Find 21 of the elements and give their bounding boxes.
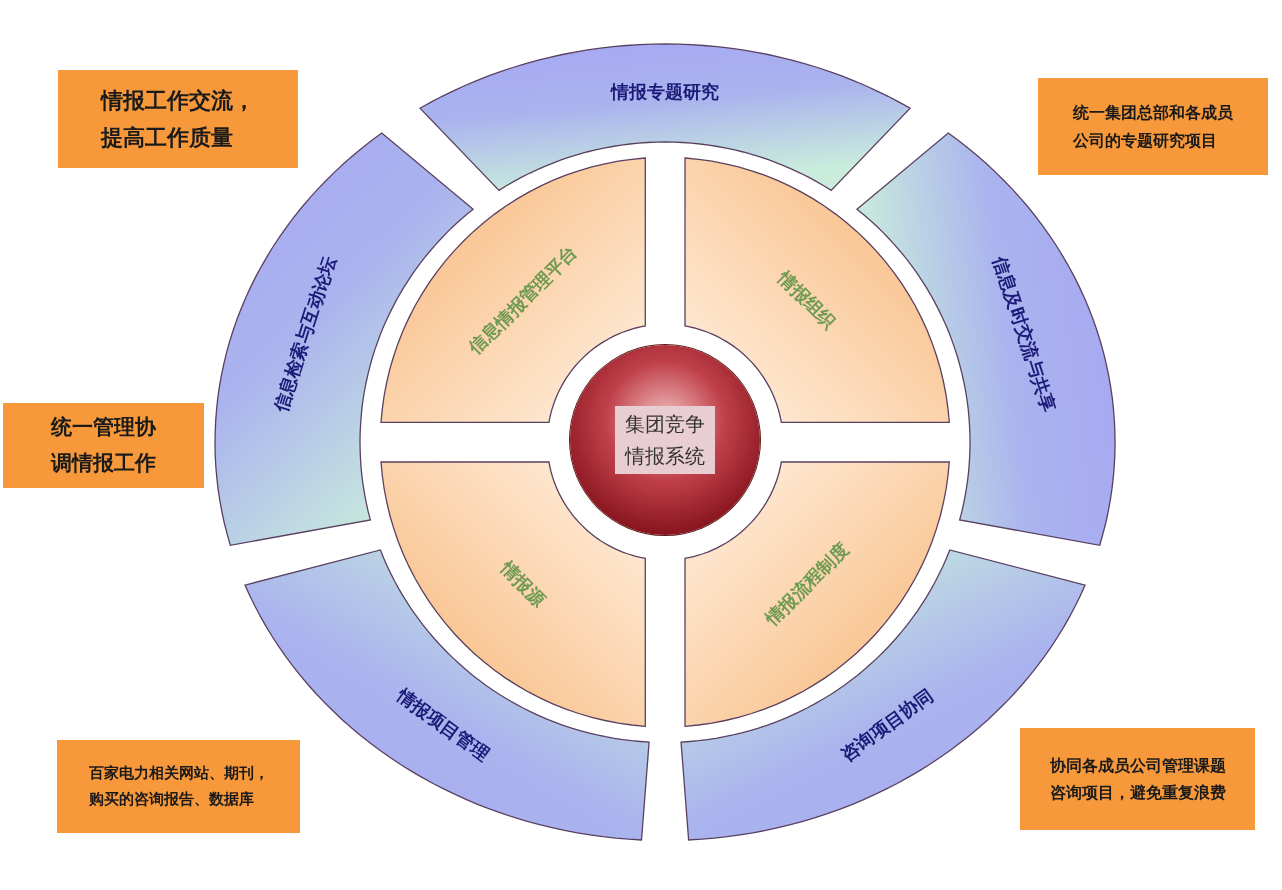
note-text: 统一集团总部和各成员公司的专题研究项目 — [1073, 102, 1233, 152]
note-text: 百家电力相关网站、期刊，购买的咨询报告、数据库 — [88, 763, 269, 810]
note-text: 统一管理协调情报工作 — [51, 413, 156, 477]
ring-segment — [419, 44, 911, 191]
segment-label: 情报专题研究 — [611, 80, 719, 104]
note-text: 协同各成员公司管理课题咨询项目，避免重复浪费 — [1049, 754, 1226, 804]
note-box — [58, 70, 298, 168]
segment-label: 信息及时交流与共享 — [988, 253, 1061, 415]
segment-label: 情报源 — [495, 556, 551, 612]
segment-label: 情报项目管理 — [392, 683, 494, 767]
segment-label: 咨询项目协同 — [836, 683, 938, 767]
note-box — [1038, 78, 1268, 175]
note-box — [57, 740, 300, 833]
note-text: 情报工作交流，提高工作质量 — [101, 86, 255, 152]
center-label: 集团竞争情报系统 — [615, 406, 715, 474]
segment-label: 情报组织 — [773, 266, 841, 334]
segment-label: 信息检索与互动论坛 — [269, 253, 342, 415]
note-box — [3, 403, 204, 488]
segment-label: 情报流程制度 — [760, 537, 854, 631]
segment-label: 信息情报管理平台 — [463, 240, 582, 360]
note-box — [1020, 728, 1255, 830]
